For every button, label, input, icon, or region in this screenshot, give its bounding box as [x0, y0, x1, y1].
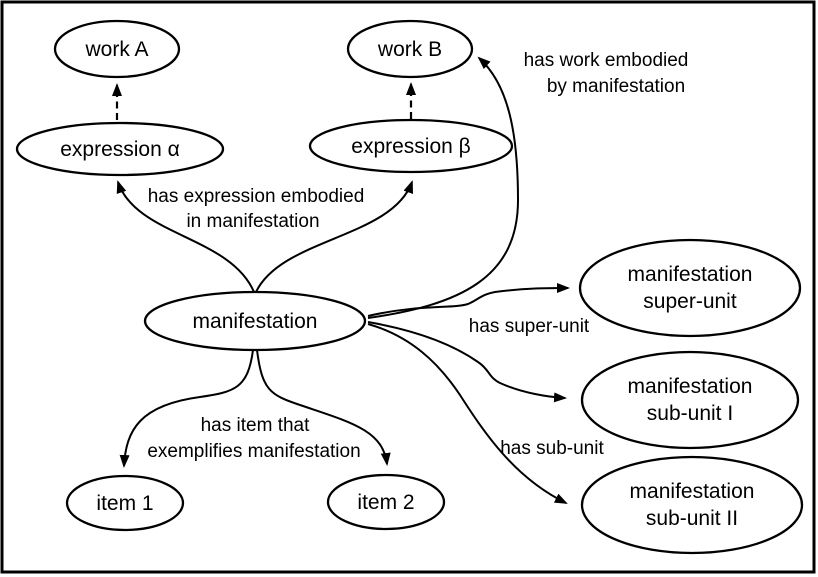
expression-beta-label: expression β [351, 135, 470, 158]
expression-alpha-ellipse [15, 121, 225, 177]
work-b-label: work B [377, 38, 442, 61]
work-a-label: work A [84, 38, 148, 61]
item-2-ellipse [326, 473, 446, 531]
expression-beta-ellipse [308, 118, 514, 174]
edge-label-expression-embodied: has expression embodied in manifestation [148, 186, 365, 232]
node-item-1: item 1 [65, 474, 185, 532]
item-2-label: item 2 [357, 491, 414, 514]
manifestation-sub-unit-1-label-line1: manifestation [628, 375, 753, 398]
edge-manifestation-to-sub-unit-2 [367, 323, 568, 504]
item-exemplifies-label-line1: has item that [201, 415, 310, 436]
manifestation-label: manifestation [193, 310, 318, 333]
manifestation-sub-unit-2-label-line2: sub-unit II [646, 507, 738, 530]
node-expression-alpha: expression α [15, 121, 225, 177]
edge-manifestation-to-sub-unit-1 [367, 321, 567, 403]
node-item-2: item 2 [326, 473, 446, 531]
edge-label-work-embodied: has work embodied by manifestation [524, 50, 689, 97]
edge-manifestation-to-item-2 [256, 349, 391, 466]
manifestation-sub-unit-2-label-line1: manifestation [630, 480, 755, 503]
expression-embodied-label-line2: in manifestation [186, 211, 319, 232]
item-1-ellipse [65, 474, 185, 532]
item-1-label: item 1 [96, 492, 153, 515]
manifestation-super-unit-label-line1: manifestation [628, 263, 753, 286]
node-manifestation-super-unit: manifestation super-unit [578, 238, 802, 338]
manifestation-sub-unit-2-ellipse [580, 455, 804, 555]
node-expression-beta: expression β [308, 118, 514, 174]
work-a-ellipse [53, 19, 181, 79]
edge-manifestation-to-super-unit [367, 283, 570, 317]
has-sub-unit-label: has sub-unit [500, 438, 604, 459]
work-embodied-label-line2: by manifestation [547, 76, 685, 97]
edge-label-item-exemplifies: has item that exemplifies manifestation [147, 415, 360, 462]
expression-alpha-label: expression α [60, 138, 180, 161]
expression-embodied-label-line1: has expression embodied [148, 186, 365, 207]
work-embodied-label-line1: has work embodied [524, 50, 689, 71]
manifestation-super-unit-label-line2: super-unit [643, 290, 737, 313]
node-manifestation-sub-unit-1: manifestation sub-unit I [580, 350, 800, 450]
manifestation-sub-unit-1-label-line2: sub-unit I [647, 402, 733, 425]
manifestation-super-unit-ellipse [578, 238, 802, 338]
edge-manifestation-to-expression-beta [255, 180, 413, 293]
edge-manifestation-to-work-b [367, 56, 520, 319]
work-b-ellipse [346, 19, 474, 79]
node-manifestation-sub-unit-2: manifestation sub-unit II [580, 455, 804, 555]
node-manifestation: manifestation [143, 290, 367, 352]
manifestation-sub-unit-1-ellipse [580, 350, 800, 450]
edge-manifestation-to-expression-alpha [116, 180, 255, 293]
node-work-b: work B [346, 19, 474, 79]
has-super-unit-label: has super-unit [469, 316, 590, 337]
node-work-a: work A [53, 19, 181, 79]
item-exemplifies-label-line2: exemplifies manifestation [147, 441, 360, 462]
manifestation-ellipse [143, 290, 367, 352]
edge-manifestation-to-item-1 [119, 349, 254, 468]
